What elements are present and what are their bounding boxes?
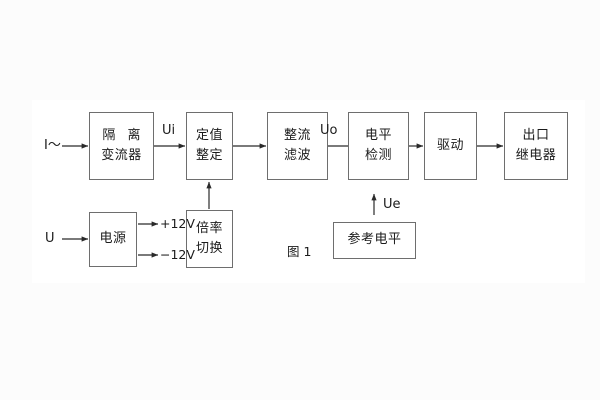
block-level-detect[interactable]: 电平 检测 <box>348 112 409 180</box>
label-voltage-input: U <box>45 231 55 246</box>
block-output-relay-line-1: 出口 <box>522 127 550 143</box>
label-ui-signal: Ui <box>162 123 176 138</box>
label-rail-negative: −12V <box>160 247 195 262</box>
block-setpoint-adjust-line-2: 整定 <box>195 148 223 163</box>
block-multiplier-switch[interactable]: 倍率 切换 <box>186 210 233 268</box>
block-multiplier-switch-line-2: 切换 <box>195 241 223 256</box>
label-current-input: I～ <box>44 138 61 153</box>
block-level-detect-line-2: 检测 <box>364 148 392 163</box>
block-setpoint-adjust[interactable]: 定值 整定 <box>186 112 233 180</box>
block-output-relay[interactable]: 出口 继电器 <box>504 112 568 180</box>
block-isolation-transformer[interactable]: 隔 离 变流器 <box>89 112 154 180</box>
figure-caption: 图 1 <box>287 244 312 259</box>
block-rectify-filter-line-2: 滤波 <box>283 148 311 163</box>
block-rectify-filter[interactable]: 整流 滤波 <box>267 112 328 180</box>
block-power-supply[interactable]: 电源 <box>89 212 137 267</box>
block-drive[interactable]: 驱动 <box>424 112 477 180</box>
block-isolation-transformer-line-2: 变流器 <box>101 148 142 163</box>
block-setpoint-adjust-line-1: 定值 <box>195 127 223 143</box>
block-output-relay-line-2: 继电器 <box>515 148 557 163</box>
label-ue-signal: Ue <box>383 197 401 212</box>
block-reference-level[interactable]: 参考电平 <box>333 222 416 259</box>
block-drive-line-1: 驱动 <box>436 137 464 153</box>
label-rail-positive: +12V <box>160 216 195 231</box>
block-level-detect-line-1: 电平 <box>364 127 392 143</box>
block-rectify-filter-line-1: 整流 <box>283 127 311 143</box>
block-multiplier-switch-line-1: 倍率 <box>195 220 223 236</box>
block-power-supply-line-1: 电源 <box>99 231 127 247</box>
block-reference-level-line-1: 参考电平 <box>347 232 402 248</box>
label-uo-signal: Uo <box>320 123 338 138</box>
block-isolation-transformer-line-1: 隔 离 <box>102 127 145 143</box>
